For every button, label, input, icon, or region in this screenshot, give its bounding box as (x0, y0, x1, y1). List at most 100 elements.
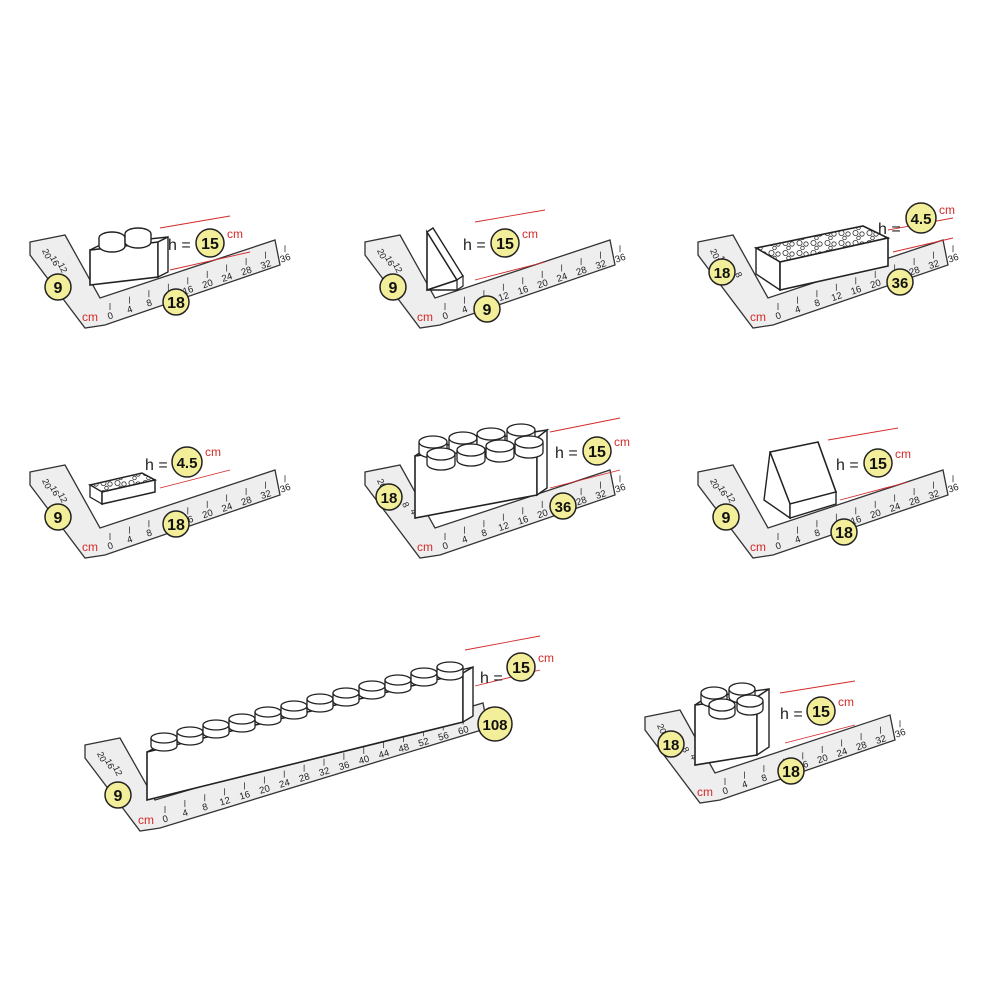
ruler-tick-label: 8 (813, 528, 821, 540)
depth-tick-label: 20 (95, 750, 108, 763)
ruler: 0481216202428323620161284 (644, 709, 907, 804)
length-badge: 18 (830, 518, 858, 546)
height-arrow (827, 427, 899, 441)
wedge-shape (426, 227, 464, 292)
ruler-tick-label: 24 (835, 746, 848, 760)
ruler-tick-label: 20 (536, 277, 549, 291)
ruler-tick-label: 4 (181, 808, 189, 820)
width-badge: 9 (712, 503, 740, 531)
height-label: h = 15 cm (780, 695, 854, 726)
ruler-tick-label: 16 (517, 284, 530, 298)
depth-tick-label: 12 (724, 491, 737, 504)
ruler-unit: cm (417, 310, 433, 324)
length-value: 18 (782, 764, 800, 781)
height-value: 15 (496, 236, 514, 253)
height-value: 15 (201, 236, 219, 253)
depth-tick-label: 8 (400, 500, 411, 509)
ruler-unit: cm (697, 785, 713, 799)
height-label: h = 15 cm (463, 227, 538, 258)
ruler-tick-label: 8 (145, 298, 153, 310)
height-value: 15 (512, 660, 530, 677)
length-badge: 108 (477, 706, 513, 742)
height-label: h = 4.5 cm (878, 202, 955, 238)
depth-tick-label: 16 (716, 484, 729, 497)
unit-label: cm (939, 203, 955, 217)
ruler-tick-label: 28 (575, 495, 588, 509)
ruler-tick-label: 20 (201, 277, 214, 291)
ruler-tick-label: 0 (106, 310, 114, 322)
ruler-tick-label: 12 (497, 520, 510, 534)
length-arrow (784, 724, 856, 744)
height-arrow (474, 209, 546, 223)
slope-shape (763, 441, 838, 520)
ruler-unit: cm (417, 540, 433, 554)
ruler-tick-label: 24 (555, 271, 568, 285)
ruler-tick-label: 4 (794, 534, 802, 546)
ruler-tick-label: 24 (220, 271, 233, 285)
ruler-tick-label: 12 (830, 290, 843, 304)
height-label: h = 15 cm (480, 651, 554, 687)
ruler-tick-label: 36 (338, 760, 351, 774)
unit-label: cm (522, 227, 538, 241)
height-badge: 15 (582, 436, 612, 466)
depth-tick-label: 20 (708, 477, 721, 490)
ruler-tick-label: 24 (888, 501, 901, 515)
length-arrow (549, 469, 621, 489)
panel-2: 04812162024283236201612 h = 15 cm 9 9 cm (364, 209, 627, 329)
height-label: h = 15 cm (836, 447, 911, 478)
length-value: 18 (167, 295, 185, 312)
height-badge: 15 (506, 652, 536, 682)
width-value: 18 (714, 265, 731, 282)
width-badge: 9 (44, 503, 72, 531)
ruler-tick-label: 32 (927, 488, 940, 502)
ruler-unit: cm (750, 310, 766, 324)
ruler-tick-label: 28 (575, 265, 588, 279)
ruler-tick-label: 32 (594, 258, 607, 272)
width-value: 18 (663, 737, 680, 754)
ruler-tick-label: 60 (457, 724, 470, 738)
ruler-tick-label: 36 (947, 482, 960, 496)
ruler-tick-label: 4 (126, 534, 134, 546)
big-brick-shape (414, 423, 550, 519)
ruler-tick-label: 28 (240, 265, 253, 279)
ruler-tick-label: 36 (614, 482, 627, 496)
width-value: 9 (114, 788, 123, 805)
unit-label: cm (538, 651, 554, 665)
length-arrow (169, 251, 251, 271)
ruler-tick-label: 12 (497, 290, 510, 304)
length-value: 36 (892, 275, 909, 292)
depth-tick-label: 8 (680, 745, 691, 754)
unit-label: cm (614, 435, 630, 449)
height-badge: 15 (863, 448, 893, 478)
h-prefix: h = (555, 445, 578, 462)
ruler-unit: cm (82, 540, 98, 554)
ruler-unit: cm (750, 540, 766, 554)
depth-tick-label: 12 (111, 764, 124, 777)
ruler-tick-label: 28 (298, 771, 311, 785)
ruler-tick-label: 36 (947, 252, 960, 266)
ruler-tick-label: 32 (259, 258, 272, 272)
ruler-tick-label: 32 (259, 488, 272, 502)
h-prefix: h = (780, 706, 803, 723)
ruler-tick-label: 36 (279, 482, 292, 496)
ruler-tick-label: 36 (614, 252, 627, 266)
length-badge: 18 (777, 757, 805, 785)
h-prefix: h = (463, 237, 486, 254)
width-badge: 18 (708, 258, 736, 286)
ruler-tick-label: 8 (813, 298, 821, 310)
h-prefix: h = (878, 221, 901, 238)
ruler-tick-label: 4 (794, 304, 802, 316)
ruler: 04812162024283236201612 (29, 234, 292, 329)
width-badge: 9 (379, 273, 407, 301)
ruler-tick-label: 4 (126, 304, 134, 316)
h-prefix: h = (480, 670, 503, 687)
width-badge: 9 (44, 273, 72, 301)
height-badge: 15 (490, 228, 520, 258)
panel-6: 04812162024283236201612 h = 15 cm 9 18 c… (697, 427, 960, 559)
ruler-tick-label: 32 (927, 258, 940, 272)
ruler-tick-label: 4 (461, 304, 469, 316)
ruler-tick-label: 32 (874, 733, 887, 747)
depth-tick-label: 12 (56, 261, 69, 274)
height-value: 4.5 (177, 455, 198, 472)
